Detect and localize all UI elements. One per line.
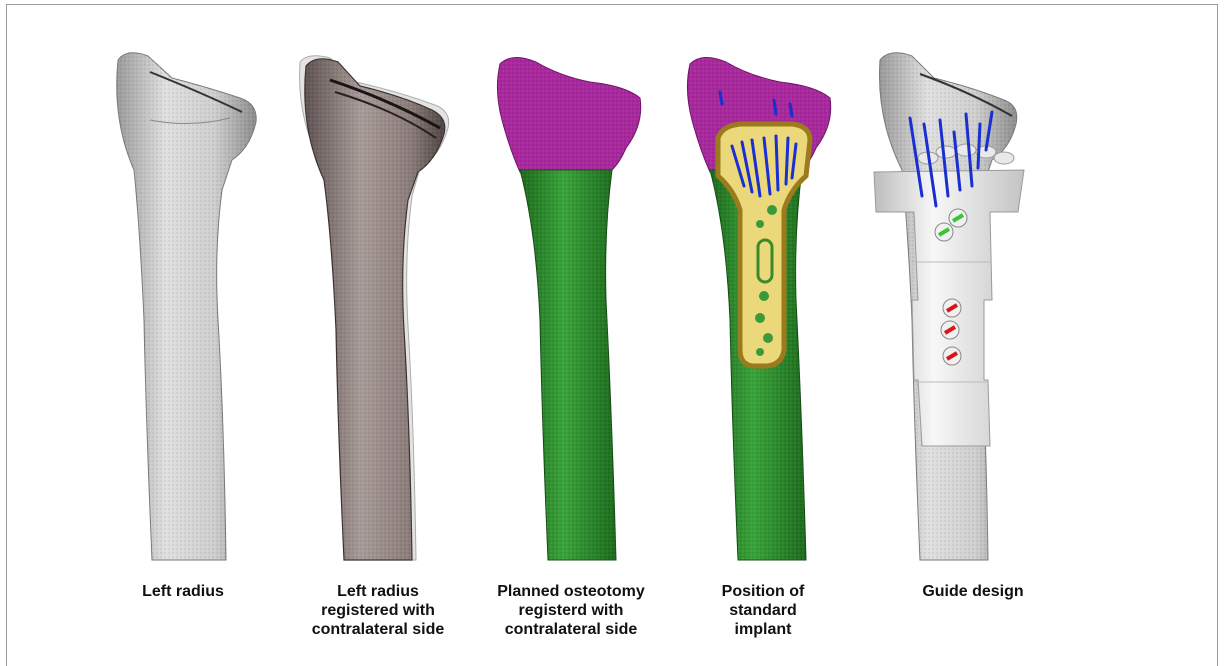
panel-registered: [300, 56, 449, 560]
panel-osteotomy: [497, 57, 640, 560]
caption-line: Left radius: [88, 582, 278, 601]
caption-line: implant: [668, 620, 858, 639]
caption-line: Position of: [668, 582, 858, 601]
caption-line: Planned osteotomy: [476, 582, 666, 601]
caption-registered: Left radius registered with contralatera…: [283, 582, 473, 639]
caption-line: Guide design: [878, 582, 1068, 601]
caption-osteotomy: Planned osteotomy registerd with contral…: [476, 582, 666, 639]
caption-line: standard: [668, 601, 858, 620]
caption-line: registered with: [283, 601, 473, 620]
panel-guide: [874, 53, 1024, 560]
caption-line: contralateral side: [283, 620, 473, 639]
caption-left-radius: Left radius: [88, 582, 278, 601]
panel-implant: [687, 57, 830, 560]
panel-left-radius: [117, 53, 256, 560]
caption-implant: Position of standard implant: [668, 582, 858, 639]
caption-line: Left radius: [283, 582, 473, 601]
caption-line: registerd with: [476, 601, 666, 620]
caption-line: contralateral side: [476, 620, 666, 639]
caption-guide: Guide design: [878, 582, 1068, 601]
